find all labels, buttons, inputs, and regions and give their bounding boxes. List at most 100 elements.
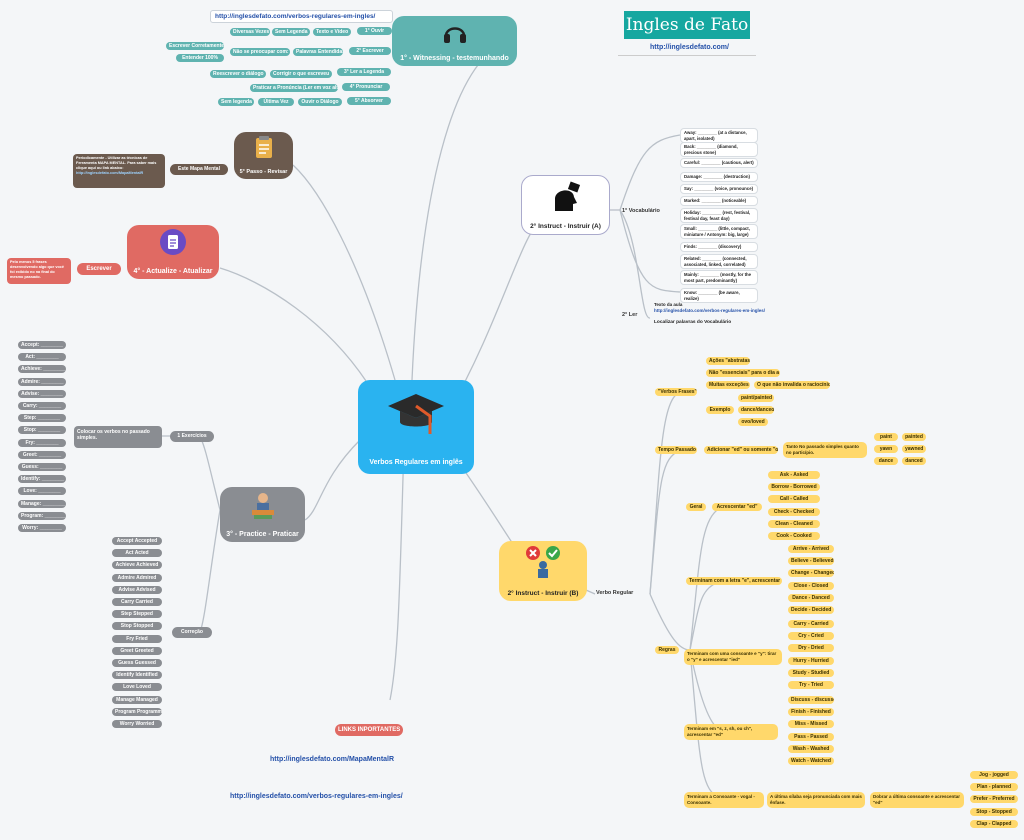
exercicio-item: Program: ________ <box>18 511 66 520</box>
correcao-base: Guess <box>118 660 134 666</box>
correcao-base: Stop <box>120 623 132 630</box>
correcao-base: Admire <box>117 574 135 581</box>
s-rule-item: Discuss - discussed <box>788 696 834 704</box>
correcao-past: Accepted <box>134 538 158 544</box>
link-mapa-mental[interactable]: http://inglesdefato.com/MapaMentalR <box>270 756 395 763</box>
exercicio-item: Admire: ________ <box>18 377 66 386</box>
tempo-past: yawned <box>902 445 926 453</box>
branch-2b-instruir[interactable]: 2° Instruct - Instruir (B) <box>499 541 587 601</box>
branch-5-label: 5° Passo - Revisar <box>239 169 288 175</box>
correcao-past: Greeted <box>134 647 154 654</box>
vocab-item: Marked: ________ (noticeable) <box>680 196 758 206</box>
correcao-base: Fry <box>126 635 135 642</box>
branch-3-praticar[interactable]: 3° - Practice - Praticar <box>220 487 305 542</box>
escrever-left-2: Entender 100% <box>176 54 224 62</box>
vocab-item: Small: ________ (little, compact, miniat… <box>680 224 758 239</box>
tempo-base: paint <box>874 433 898 441</box>
ler-label: 3° Ler a Legenda <box>337 68 391 76</box>
correcao-item: Admire Admired <box>112 573 162 582</box>
correcao-item: Program Programmed <box>112 707 162 716</box>
correcao-item: Advise Advised <box>112 585 162 594</box>
exercicios-instruction: Colocar os verbos no passado simples. <box>74 426 162 448</box>
ler-item-2: Corrigir o que escreveu <box>270 70 332 78</box>
verbo-regular-label: Verbo Regular <box>596 590 634 596</box>
correcao-past: Advised <box>136 586 156 593</box>
wrong-right-icon <box>526 546 560 578</box>
correcao-item: Identify Identified <box>112 671 162 680</box>
correcao-past: Programmed <box>136 708 162 715</box>
exemplo-3: ovo/loved <box>738 418 768 426</box>
escrever-item: Não se preocupar com: <box>230 48 290 56</box>
branch-4-atualizar[interactable]: 4° - Actualize - Atualizar <box>127 225 219 279</box>
correcao-past: Managed <box>136 696 158 703</box>
geral-item: Clean - Cleaned <box>768 519 820 528</box>
regras-label: Regras <box>655 646 679 654</box>
links-importantes: LINKS INPORTANTES <box>335 724 403 736</box>
e-rule-label: Terminam com a letra "e", acrescentar "d… <box>686 577 782 585</box>
cvc-label: Terminam a Consoante - vogal - Consoante… <box>684 792 764 808</box>
correcao-base: Achieve <box>115 562 135 569</box>
branch-2a-instruir[interactable]: 2° Instruct - Instruir (A) <box>521 175 610 235</box>
correcao-item: Love Loved <box>112 683 162 692</box>
correcao-base: Manage <box>116 696 135 703</box>
branch-5-revisar[interactable]: 5° Passo - Revisar <box>234 132 293 179</box>
geral-item: Check - Checked <box>768 507 820 516</box>
correcao-past: Admired <box>136 574 157 581</box>
correcao-item: Carry Carried <box>112 598 162 606</box>
vocab-item: Damage: ________ (destruction) <box>680 172 758 182</box>
absorver-item-1: Sem legenda <box>218 98 254 106</box>
localizar-vocab: Localizar palavras do Vocabulário <box>654 320 732 325</box>
branch-4-label: 4° - Actualize - Atualizar <box>133 268 213 275</box>
exercicio-item: Manage: ________ <box>18 499 66 508</box>
geral-item: Ask - Asked <box>768 471 820 479</box>
ler-2-label: 2° Ler <box>622 312 638 318</box>
branch-3-label: 3° - Practice - Praticar <box>226 531 299 538</box>
correcao-base: Love <box>123 684 135 691</box>
correcao-label: Correção <box>172 627 212 638</box>
e-rule-item: Decide - Decided <box>788 606 834 614</box>
correcao-past: Stepped <box>133 611 153 618</box>
y-rule-item: Carry - Carried <box>788 620 834 628</box>
clipboard-list-icon <box>160 229 186 255</box>
pronunciar-label: 4° Pronunciar <box>342 83 390 91</box>
vocab-item: Back: ________ (diamond, precious stone) <box>680 142 758 157</box>
exemplo-1: paint/painted <box>738 394 774 402</box>
frases-item-1: Ações "abstratas" <box>706 357 750 365</box>
cvc-item: Prefer - Preferred <box>970 795 1018 804</box>
center-node[interactable]: Verbos Regulares em inglês <box>358 380 474 474</box>
pronunciar-item: Praticar a Pronúncia (Ler em voz alta) <box>250 84 338 92</box>
s-rule-item: Wash - Washed <box>788 744 834 753</box>
exercicio-item: Love: ________ <box>18 487 66 496</box>
vocab-item: Finds: ________ (discovery) <box>680 242 758 252</box>
correcao-past: Worried <box>135 721 155 727</box>
revisar-note-link[interactable]: http://inglesdefato.com/MapaMentalR <box>76 171 144 175</box>
ouvir-item-1: Diversas Vezes <box>230 28 270 36</box>
vocab-item: Holiday: ________ (rest, festival, festi… <box>680 208 758 223</box>
texto-aula: Texto da aula http://inglesdefato.com/ve… <box>654 302 772 316</box>
correcao-base: Advise <box>118 586 135 593</box>
clipboard-icon <box>255 136 272 158</box>
ouvir-item-3: Texto e Vídeo <box>313 28 351 36</box>
exercicio-item: Greet: ________ <box>18 450 66 459</box>
correcao-base: Identify <box>116 672 135 679</box>
branch-1-witnessing[interactable]: 1° - Witnessing - testemunhando <box>392 16 517 66</box>
geral-item: Cook - Cooked <box>768 532 820 540</box>
revisar-note-text: Periodicamente - Utilizar as técnicas de… <box>76 156 157 170</box>
e-rule-item: Close - Closed <box>788 581 834 590</box>
s-rule-label: Terminam em "s, z, sh, ou ch", acrescent… <box>684 724 778 740</box>
cvc-item: Stop - Stopped <box>970 807 1018 816</box>
vocab-item: Say: ________ (voice, pronounce) <box>680 184 758 194</box>
link-verbos-regulares[interactable]: http://inglesdefato.com/verbos-regulares… <box>230 793 403 800</box>
correcao-item: Manage Managed <box>112 695 162 704</box>
header-link[interactable]: http://inglesdefato.com/verbos-regulares… <box>210 10 393 23</box>
tempo-note: Tanto No passado simples quanto no parti… <box>783 442 867 458</box>
geral-item: Call - Called <box>768 495 820 504</box>
cvc-cond: A última sílaba seja pronunciada com mai… <box>767 792 865 808</box>
escrever-left-1: Escrever Corretamente <box>166 42 224 50</box>
tempo-base: yawn <box>874 445 898 453</box>
texto-aula-link[interactable]: http://inglesdefato.com/verbos-regulares… <box>654 307 766 313</box>
brand-url[interactable]: http://inglesdefato.com/ <box>650 44 729 51</box>
absorver-item-2: Última Vez <box>258 98 294 106</box>
exercicio-item: Act: ________ <box>18 353 66 362</box>
correcao-past: Fried <box>135 635 148 642</box>
